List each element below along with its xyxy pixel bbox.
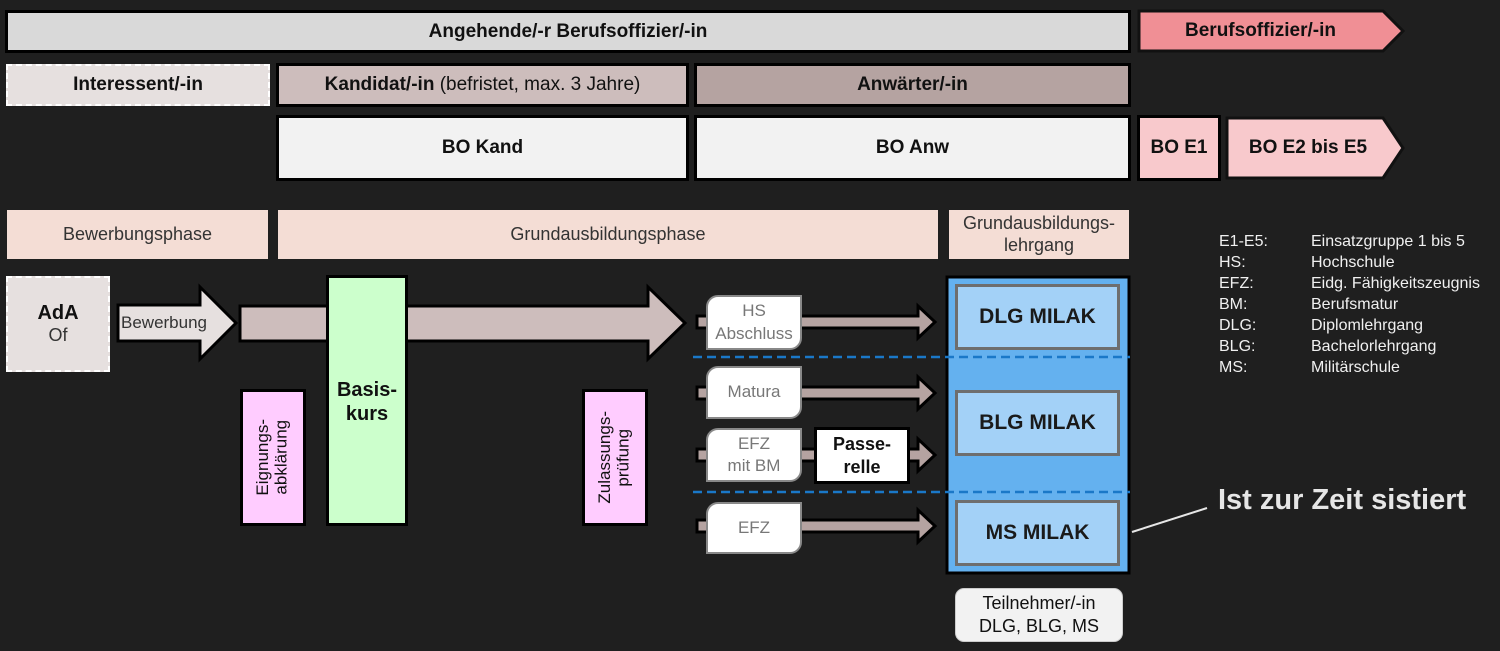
berufsoffizier-banner-shape	[1137, 9, 1406, 53]
suspended-note: Ist zur Zeit sistiert	[1218, 484, 1467, 516]
legend-row: BLG:Bachelorlehrgang	[1219, 338, 1437, 355]
bewerbung-arrow	[116, 283, 239, 363]
ada-of-box: AdA Of	[6, 276, 110, 372]
blg-milak-box: BLG MILAK	[955, 390, 1120, 456]
legend-row: E1-E5:Einsatzgruppe 1 bis 5	[1219, 233, 1465, 250]
passerelle-line1: Passe-	[832, 434, 892, 454]
eignungsabklaerung-box: Eignungs- abklärung	[240, 389, 306, 526]
efz-bm-line2: mit BM	[727, 456, 781, 475]
qualification-efz: EFZ	[706, 502, 802, 554]
passerelle-box: Passe- relle	[814, 427, 910, 484]
ms-milak-box: MS MILAK	[955, 500, 1120, 566]
legend: E1-E5:Einsatzgruppe 1 bis 5 HS:Hochschul…	[1219, 231, 1499, 378]
qualification-hs: HS Abschluss	[706, 295, 802, 350]
matura-label: Matura	[727, 382, 781, 402]
legend-row: BM:Berufsmatur	[1219, 296, 1399, 313]
phase-lehrgang-line2: lehrgang	[1003, 234, 1075, 255]
efz-label: EFZ	[737, 517, 771, 537]
of-label: Of	[48, 325, 68, 346]
kandidat-banner: Kandidat/-in (befristet, max. 3 Jahre)	[276, 63, 689, 107]
eignung-line1: Eignungs-	[253, 419, 273, 496]
kandidat-note: (befristet, max. 3 Jahre)	[434, 74, 641, 95]
qualification-efz-bm: EFZ mit BM	[706, 428, 802, 482]
passerelle-line2: relle	[843, 456, 881, 477]
basiskurs-line2: kurs	[345, 403, 389, 425]
bo-e1-label: BO E1	[1150, 137, 1208, 158]
anwaerter-banner: Anwärter/-in	[694, 63, 1131, 107]
bo-anw-label: BO Anw	[875, 137, 950, 158]
zulassungspruefung-box: Zulassungs- prüfung	[582, 389, 648, 526]
berufsoffizier-banner: Berufsoffizier/-in	[1139, 11, 1394, 51]
efz-bm-line1: EFZ	[737, 433, 771, 453]
bo-anw-box: BO Anw	[694, 115, 1131, 181]
participants-line1: Teilnehmer/-in	[982, 592, 1096, 613]
bo-e1-box: BO E1	[1137, 115, 1221, 181]
suspended-connector-line	[1131, 507, 1208, 533]
eignung-line2: abklärung	[272, 420, 291, 495]
blg-milak-label: BLG MILAK	[979, 411, 1096, 434]
phase-lehrgang-line1: Grundausbildungs-	[962, 212, 1116, 233]
angehende-banner: Angehende/-r Berufsoffizier/-in	[5, 10, 1131, 53]
berufsoffizier-label: Berufsoffizier/-in	[1185, 20, 1336, 41]
interessent-banner: Interessent/-in	[6, 64, 270, 106]
bo-kand-label: BO Kand	[441, 137, 524, 158]
bo-e2-e5-box: BO E2 bis E5	[1227, 118, 1389, 178]
bo-kand-box: BO Kand	[276, 115, 689, 181]
ms-milak-label: MS MILAK	[985, 521, 1090, 544]
legend-row: HS:Hochschule	[1219, 254, 1395, 271]
legend-row: EFZ:Eidg. Fähigkeitszeugnis	[1219, 275, 1480, 292]
participants-line2: DLG, BLG, MS	[978, 616, 1100, 636]
dlg-milak-label: DLG MILAK	[979, 305, 1096, 328]
participants-box: Teilnehmer/-in DLG, BLG, MS	[955, 588, 1123, 642]
anwaerter-label: Anwärter/-in	[857, 74, 968, 95]
angehende-label: Angehende/-r Berufsoffizier/-in	[428, 20, 708, 42]
phase-bewerbung-label: Bewerbungsphase	[62, 224, 213, 244]
zulassung-line1: Zulassungs-	[595, 411, 615, 504]
phase-grundausbildung: Grundausbildungsphase	[277, 209, 939, 260]
bewerbung-arrow-label: Bewerbung	[121, 313, 208, 332]
hs-line2: Abschluss	[715, 323, 793, 343]
interessent-label: Interessent/-in	[73, 74, 203, 95]
bo-e2-e5-label: BO E2 bis E5	[1248, 137, 1368, 158]
zulassung-line2: prüfung	[614, 428, 633, 487]
main-flow-arrow	[238, 283, 688, 363]
legend-row: MS:Militärschule	[1219, 359, 1400, 376]
legend-row: DLG:Diplomlehrgang	[1219, 317, 1424, 334]
bo-e2-e5-shape	[1225, 116, 1405, 180]
hs-line1: HS	[742, 301, 766, 321]
qualification-matura: Matura	[706, 366, 802, 419]
ada-label: AdA	[37, 302, 79, 325]
phase-bewerbung: Bewerbungsphase	[6, 209, 269, 260]
basiskurs-line1: Basis-	[336, 379, 398, 401]
dlg-milak-box: DLG MILAK	[955, 284, 1120, 350]
kandidat-label: Kandidat/-in	[324, 74, 435, 95]
phase-grundausbildung-label: Grundausbildungsphase	[510, 224, 706, 244]
basiskurs-box: Basis- kurs	[326, 275, 408, 526]
phase-lehrgang: Grundausbildungs- lehrgang	[948, 209, 1130, 260]
